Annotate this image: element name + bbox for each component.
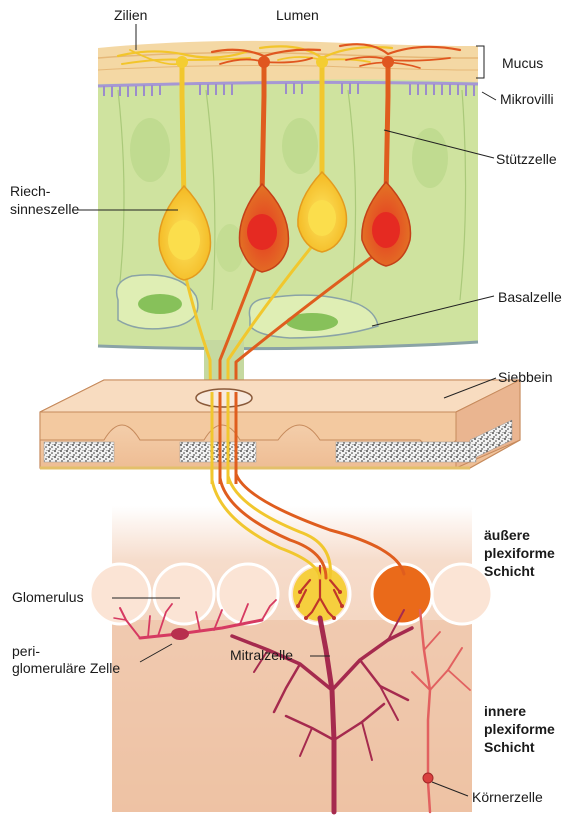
dendritic-knob xyxy=(258,56,270,68)
label-aeussere-2: plexiforme xyxy=(484,545,555,561)
label-koernerzelle: Körnerzelle xyxy=(472,789,543,805)
support-cell-nucleus xyxy=(412,128,448,188)
bone-marrow xyxy=(336,442,476,462)
label-siebbein: Siebbein xyxy=(498,369,553,385)
glomerulus-circle xyxy=(154,564,214,624)
foramen xyxy=(196,389,252,407)
label-peri-2: glomeruläre Zelle xyxy=(12,660,120,676)
glomerulus-circle xyxy=(432,564,492,624)
support-cell-nucleus xyxy=(282,118,318,174)
receptor-nucleus xyxy=(308,200,336,236)
receptor-nucleus xyxy=(372,212,400,248)
glomerulus-circle xyxy=(90,564,150,624)
label-peri-1: peri- xyxy=(12,643,40,659)
basal-cell-nucleus xyxy=(138,294,182,314)
label-glomerulus: Glomerulus xyxy=(12,589,84,605)
label-mitralzelle: Mitralzelle xyxy=(230,647,293,663)
label-lumen: Lumen xyxy=(276,7,319,23)
label-innere-3: Schicht xyxy=(484,739,535,755)
receptor-nucleus xyxy=(247,214,277,250)
receptor-nucleus xyxy=(168,220,200,260)
dendritic-knob xyxy=(382,56,394,68)
label-riech-2: sinneszelle xyxy=(10,201,79,217)
bone-marrow xyxy=(44,442,114,462)
siebbein-bone xyxy=(40,380,520,468)
glomerulus-circle xyxy=(218,564,278,624)
bone-marrow xyxy=(180,442,256,462)
label-innere-1: innere xyxy=(484,703,526,719)
label-basalzelle: Basalzelle xyxy=(498,289,562,305)
support-cell-nucleus xyxy=(130,118,170,182)
label-mucus: Mucus xyxy=(502,55,543,71)
periglomerular-cell-body xyxy=(171,628,189,640)
granule-cell-body xyxy=(423,773,433,783)
label-aeussere-3: Schicht xyxy=(484,563,535,579)
label-zilien: Zilien xyxy=(114,7,147,23)
dendritic-knob xyxy=(316,56,328,68)
label-innere-2: plexiforme xyxy=(484,721,555,737)
label-riech-1: Riech- xyxy=(10,183,51,199)
label-stuetzzelle: Stützzelle xyxy=(496,151,557,167)
label-aeussere-1: äußere xyxy=(484,527,530,543)
label-mikrovilli: Mikrovilli xyxy=(500,91,554,107)
dendritic-knob xyxy=(176,56,188,68)
